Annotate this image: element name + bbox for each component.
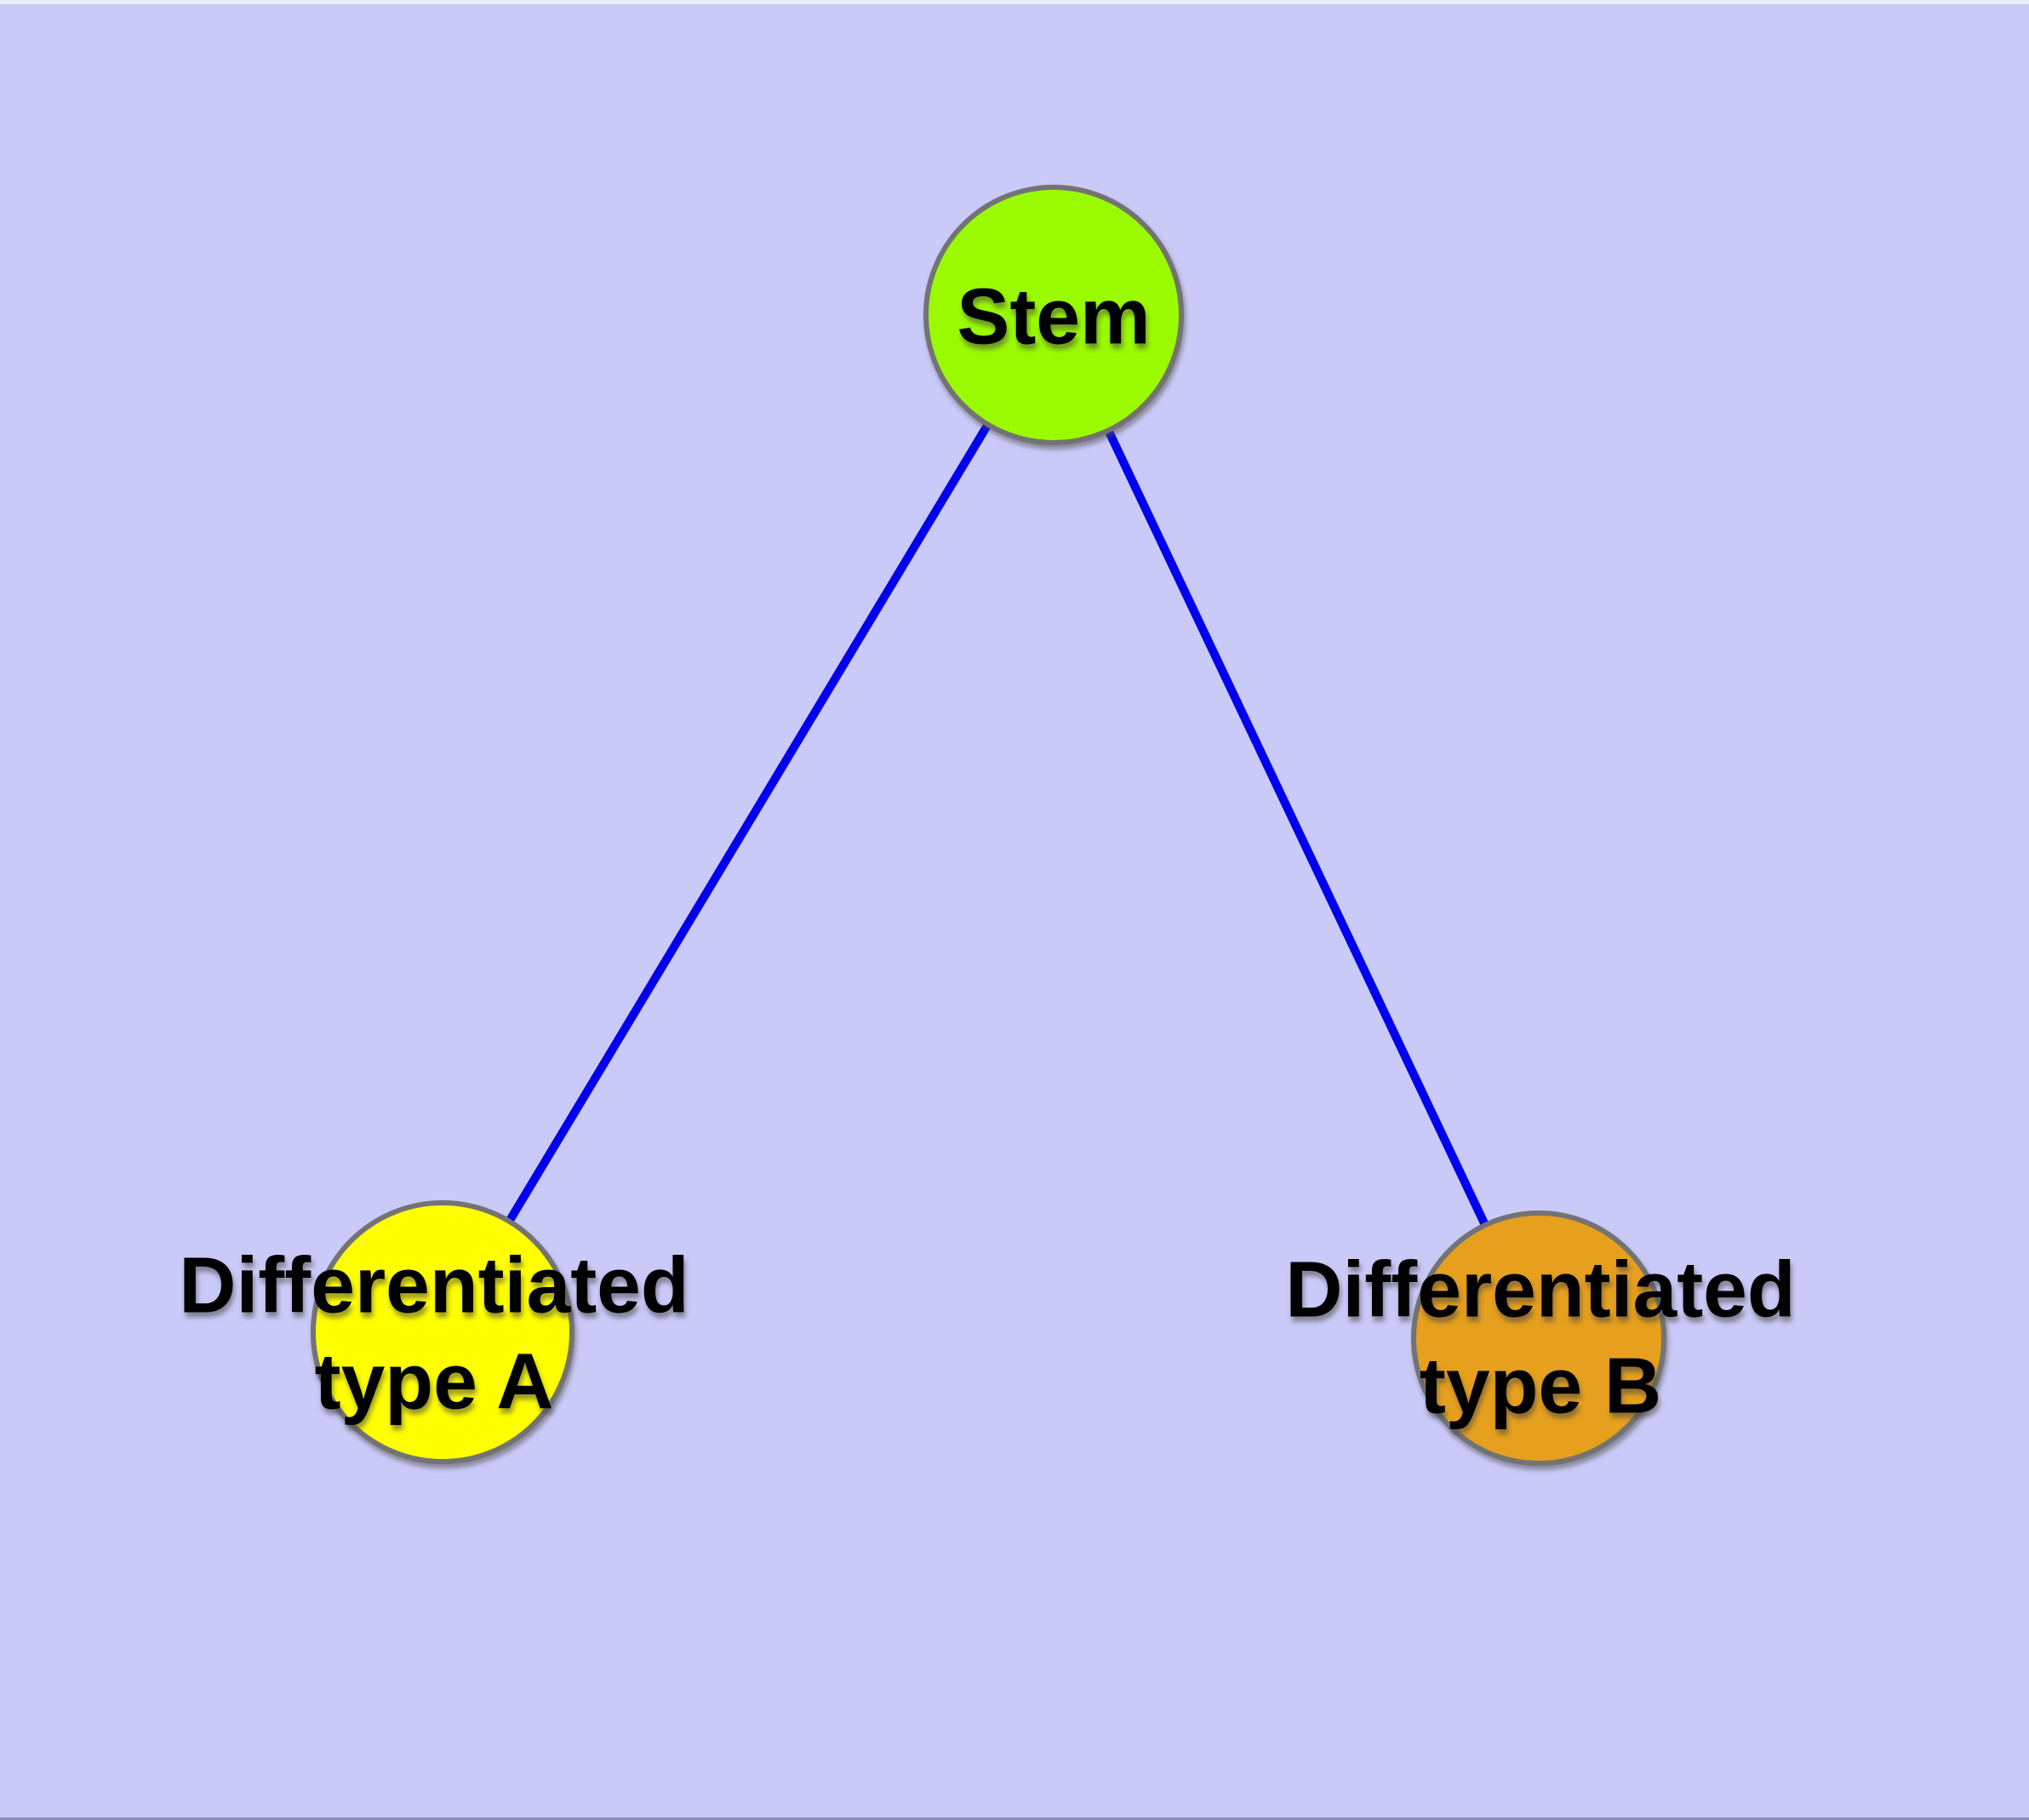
edge-stem-to-type-a <box>438 312 1058 1335</box>
top-edge-strip <box>0 0 2029 4</box>
bottom-edge-line <box>0 1817 2029 1820</box>
node-type-a-circle <box>311 1200 574 1464</box>
edge-stem-to-type-b <box>1049 312 1543 1341</box>
node-stem-circle <box>923 185 1184 445</box>
node-type-b-circle <box>1411 1210 1666 1466</box>
